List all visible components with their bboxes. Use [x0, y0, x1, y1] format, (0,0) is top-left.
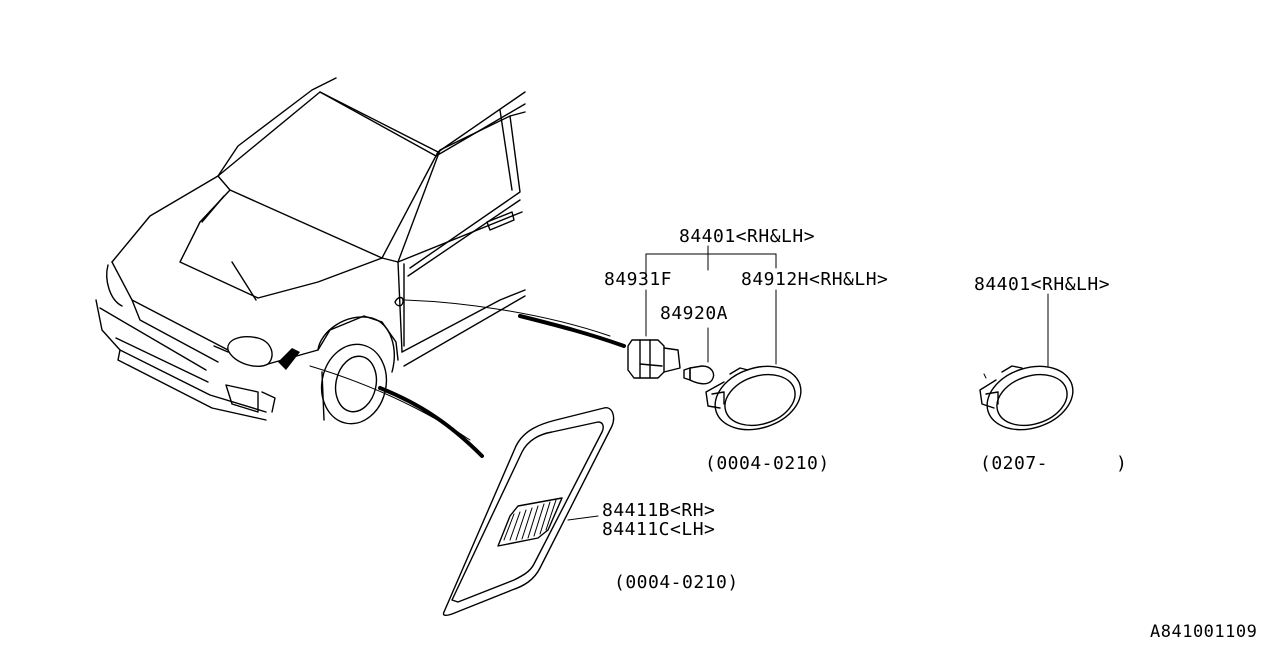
label-assembly-right: 84401<RH&LH> [974, 274, 1111, 295]
label-garnish-rh: 84411B<RH> [602, 500, 716, 521]
socket-84931f [627, 339, 681, 379]
label-diagram-id: A841001109 [1150, 622, 1258, 642]
side-garnish [442, 407, 615, 617]
label-date-left-lamp: (0004-0210) [705, 453, 830, 474]
right-lamp-assembly [979, 293, 1074, 431]
label-bulb: 84920A [660, 303, 729, 324]
label-date-right-lamp: (0207- ) [980, 453, 1128, 474]
label-lens: 84912H<RH&LH> [741, 269, 889, 290]
car-illustration [95, 77, 526, 425]
label-date-garnish: (0004-0210) [614, 572, 739, 593]
label-garnish-lh: 84411C<LH> [602, 519, 716, 540]
label-assembly-top: 84401<RH&LH> [679, 226, 816, 247]
label-socket: 84931F [604, 269, 673, 290]
bulb-84920a [683, 365, 715, 385]
left-lamp-assembly [627, 245, 802, 431]
lens-84912h [705, 365, 802, 431]
car-leader-lines [309, 299, 626, 458]
